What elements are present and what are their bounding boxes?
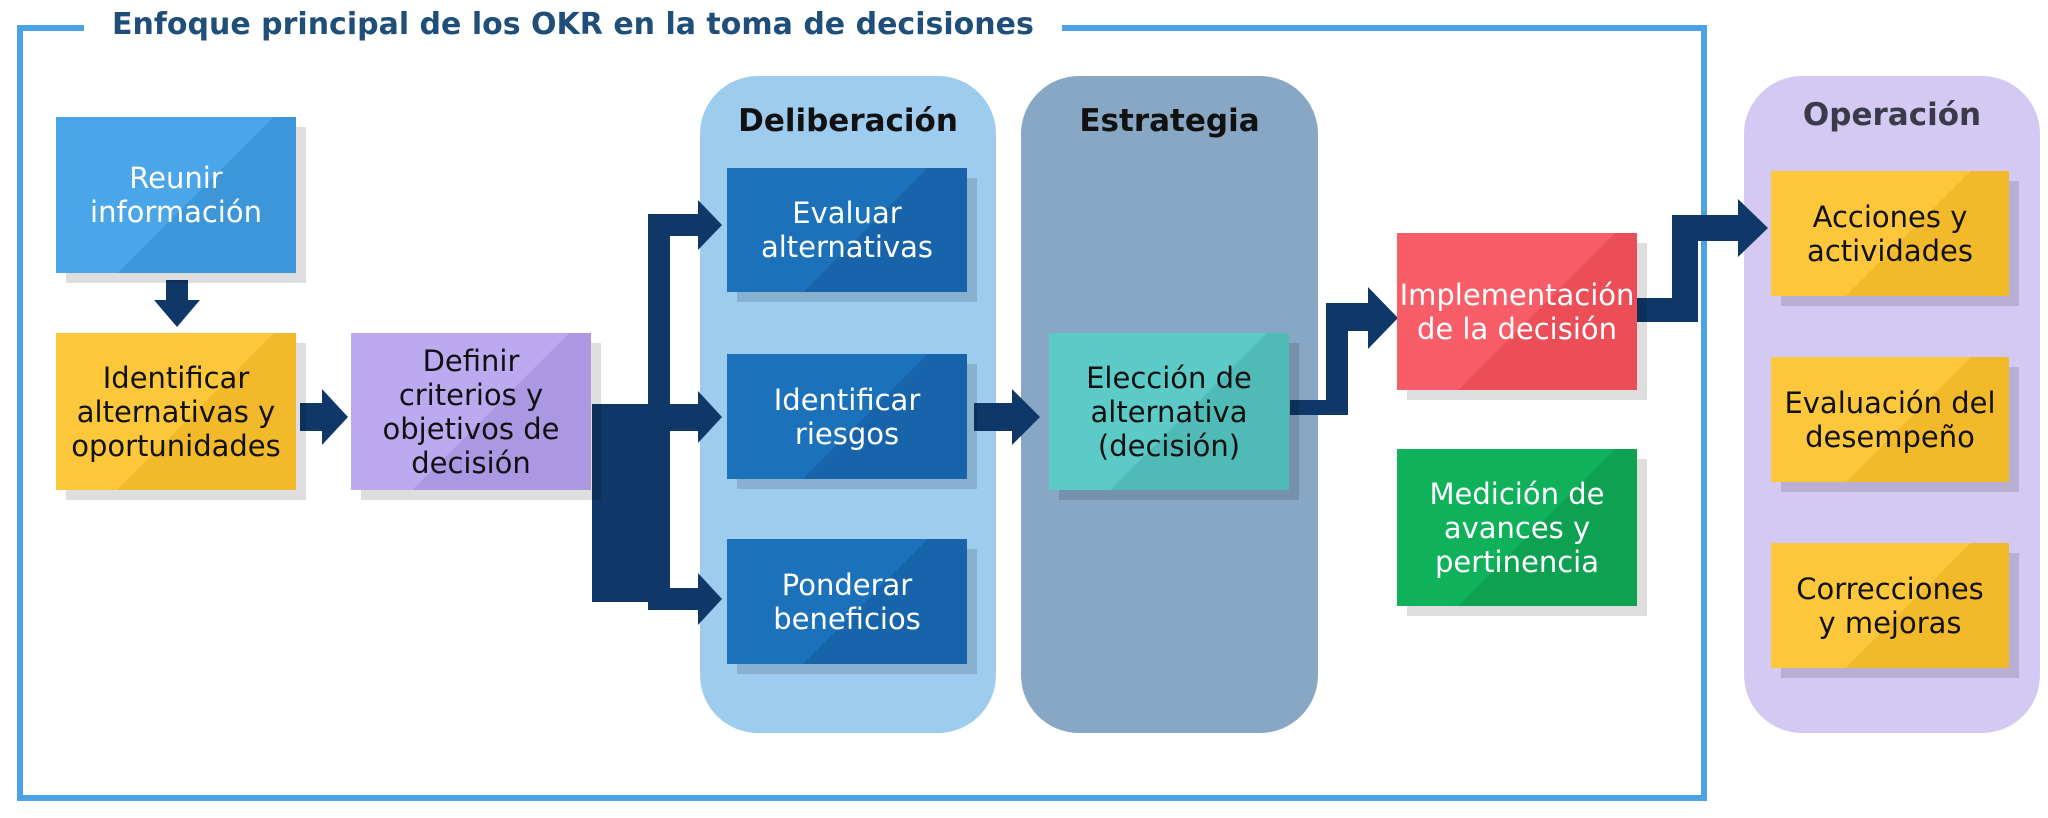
box-identify-risks: Identificar riesgos	[727, 354, 967, 479]
arrow-down-icon	[154, 280, 200, 327]
strategy-label: Estrategia	[1079, 103, 1260, 139]
branch-mid-bar	[592, 404, 700, 431]
box-identify-alternatives: Identificar alternativas y oportunidades	[56, 333, 296, 490]
arrow-right-icon	[698, 200, 722, 250]
diagram-title: Enfoque principal de los OKR en la toma …	[112, 7, 1034, 42]
arrow-right-icon	[300, 389, 348, 445]
step-arrow-icon	[1290, 287, 1398, 415]
box-performance: Evaluación del desempeño	[1771, 357, 2009, 482]
box-weigh-benefits: Ponderar beneficios	[727, 539, 967, 664]
box-actions: Acciones y actividades	[1771, 171, 2009, 296]
box-evaluate-alternatives: Evaluar alternativas	[727, 168, 967, 292]
arrow-right-icon	[698, 391, 722, 443]
box-measurement: Medición de avances y pertinencia	[1397, 449, 1637, 606]
title-container: Enfoque principal de los OKR en la toma …	[84, 2, 1062, 48]
branch-low-bar	[648, 588, 700, 610]
box-define-criteria: Definir criterios y objetivos de decisió…	[351, 333, 591, 490]
operation-label: Operación	[1802, 97, 1982, 133]
box-gather-information: Reunir información	[56, 117, 296, 273]
arrow-right-icon	[974, 389, 1040, 445]
box-corrections: Correcciones y mejoras	[1771, 543, 2009, 668]
deliberation-label: Deliberación	[738, 103, 958, 139]
box-choice-alternative: Elección de alternativa (decisión)	[1049, 333, 1289, 490]
arrow-right-icon	[698, 573, 722, 625]
box-implementation: Implementación de la decisión	[1397, 233, 1637, 390]
step-arrow-icon	[1636, 199, 1768, 322]
